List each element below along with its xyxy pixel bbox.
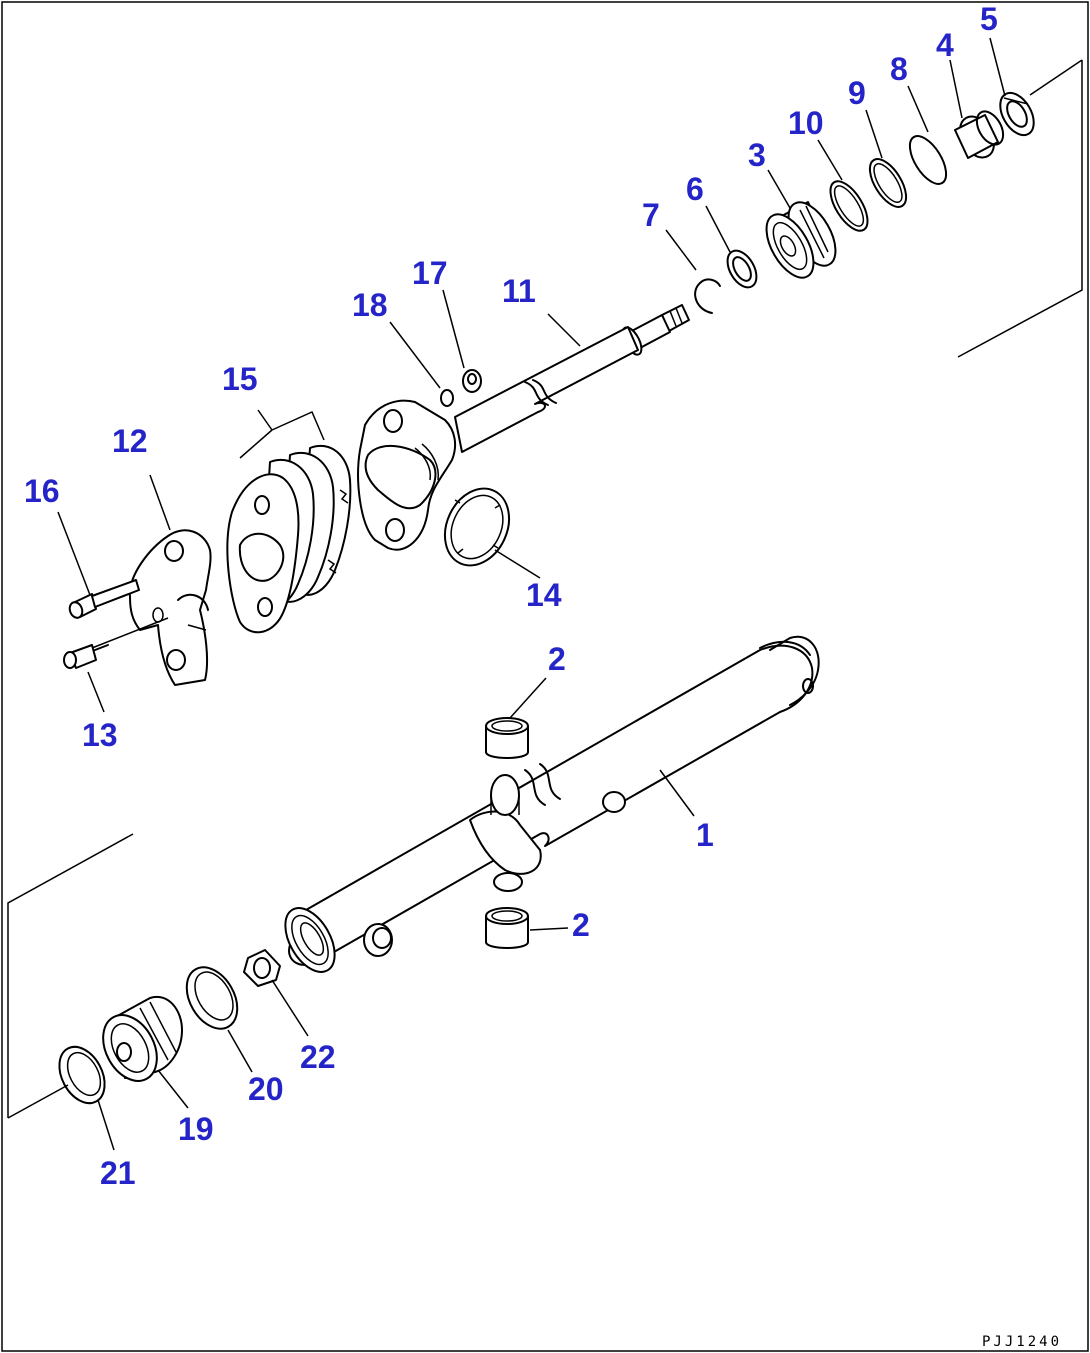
- leader-lines: [57, 37, 1006, 1151]
- part-18-fitting: [440, 389, 454, 407]
- callout-9: 9: [848, 75, 866, 111]
- callout-4: 4: [936, 27, 954, 63]
- part-14-seal-ring: [443, 487, 511, 567]
- callout-1: 1: [696, 817, 714, 853]
- callout-15: 15: [222, 361, 258, 397]
- part-8-ring: [908, 135, 948, 185]
- callout-3: 3: [748, 137, 766, 173]
- part-11-piston-rod: [357, 304, 690, 551]
- part-9-ring: [868, 158, 908, 208]
- part-12-cap: [128, 529, 212, 686]
- part-2-bushing-upper: [485, 717, 529, 759]
- callout-13: 13: [82, 717, 118, 753]
- callout-6: 6: [686, 171, 704, 207]
- callout-labels: 1 2 2 3 4 5 6 7 8 9 10 11 12 13 14 15 16…: [24, 1, 998, 1191]
- callout-2-lower: 2: [572, 907, 590, 943]
- callout-14: 14: [526, 577, 562, 613]
- part-20-ring: [185, 966, 239, 1030]
- callout-5: 5: [980, 1, 998, 37]
- lower-boundary-line: [7, 833, 134, 1118]
- part-7-snap-ring: [694, 278, 721, 314]
- part-2-bushing-lower: [485, 907, 529, 949]
- part-4-bushing: [954, 110, 1005, 159]
- part-6-nut: [726, 249, 758, 289]
- callout-18: 18: [352, 287, 388, 323]
- callout-8: 8: [890, 51, 908, 87]
- callout-22: 22: [300, 1039, 336, 1075]
- part-13-grease-nipple: [63, 644, 109, 669]
- callout-10: 10: [788, 105, 824, 141]
- callout-19: 19: [178, 1111, 214, 1147]
- callout-2-upper: 2: [548, 641, 566, 677]
- part-15-shim-set: [226, 444, 352, 634]
- part-5-nut: [999, 91, 1035, 137]
- upper-boundary-line: [957, 60, 1083, 358]
- upper-boundary-line-tail: [1029, 59, 1083, 96]
- part-17-fitting: [462, 369, 482, 393]
- drawing-code: PJJ1240: [982, 1334, 1062, 1350]
- callout-16: 16: [24, 473, 60, 509]
- part-3-piston: [765, 201, 837, 279]
- callout-11: 11: [502, 273, 536, 309]
- part-21-ring: [58, 1045, 106, 1105]
- callout-7: 7: [642, 197, 660, 233]
- callout-21: 21: [100, 1155, 136, 1191]
- part-16-bolt: [68, 579, 140, 619]
- callout-17: 17: [412, 255, 448, 291]
- lower-boundary-line-tail: [7, 1084, 69, 1119]
- callout-20: 20: [248, 1071, 284, 1107]
- part-22-nut: [243, 949, 281, 987]
- callout-12: 12: [112, 423, 148, 459]
- part-10-ring: [829, 180, 869, 232]
- part-1-cylinder-tube: [284, 635, 820, 973]
- part-19-piston: [102, 995, 183, 1082]
